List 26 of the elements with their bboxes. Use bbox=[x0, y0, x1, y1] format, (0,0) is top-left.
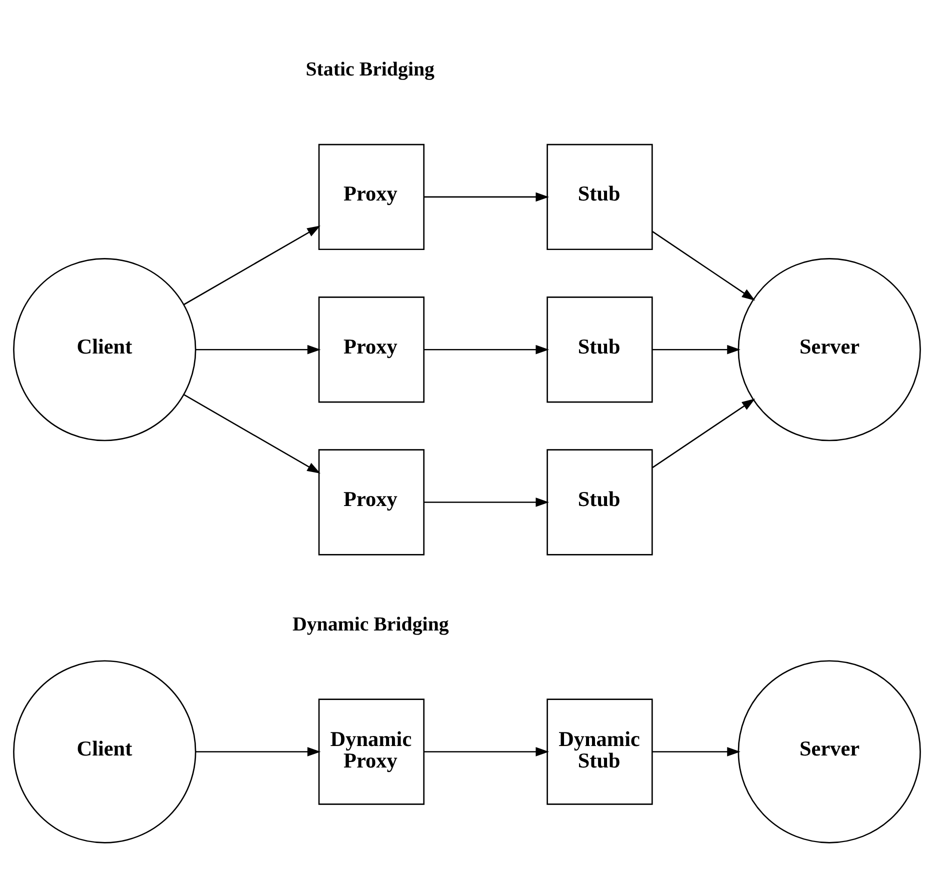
arrow bbox=[183, 394, 320, 474]
node-box: Proxy bbox=[318, 296, 425, 403]
node-box: Proxy bbox=[318, 144, 425, 250]
arrow bbox=[424, 192, 550, 202]
arrow bbox=[652, 398, 756, 468]
label: Dynamic Bridging bbox=[292, 613, 449, 636]
arrow bbox=[652, 747, 740, 756]
arrow bbox=[652, 344, 740, 354]
arrow bbox=[652, 231, 756, 301]
arrow bbox=[424, 344, 550, 354]
arrow bbox=[183, 226, 320, 306]
node-box: Proxy bbox=[318, 449, 425, 556]
node-box: Dynamic Stub bbox=[546, 698, 653, 805]
node-box: Dynamic Proxy bbox=[318, 698, 425, 805]
node-circle: Client bbox=[13, 258, 196, 442]
arrow bbox=[424, 747, 550, 756]
label: Static Bridging bbox=[306, 58, 434, 81]
arrow bbox=[196, 747, 321, 756]
node-box: Stub bbox=[546, 449, 653, 556]
node-circle: Client bbox=[13, 660, 196, 844]
node-box: Stub bbox=[546, 144, 653, 250]
arrow bbox=[196, 344, 321, 354]
arrow bbox=[424, 498, 550, 507]
node-box: Stub bbox=[546, 296, 653, 403]
node-circle: Server bbox=[738, 258, 921, 442]
node-circle: Server bbox=[738, 660, 921, 844]
